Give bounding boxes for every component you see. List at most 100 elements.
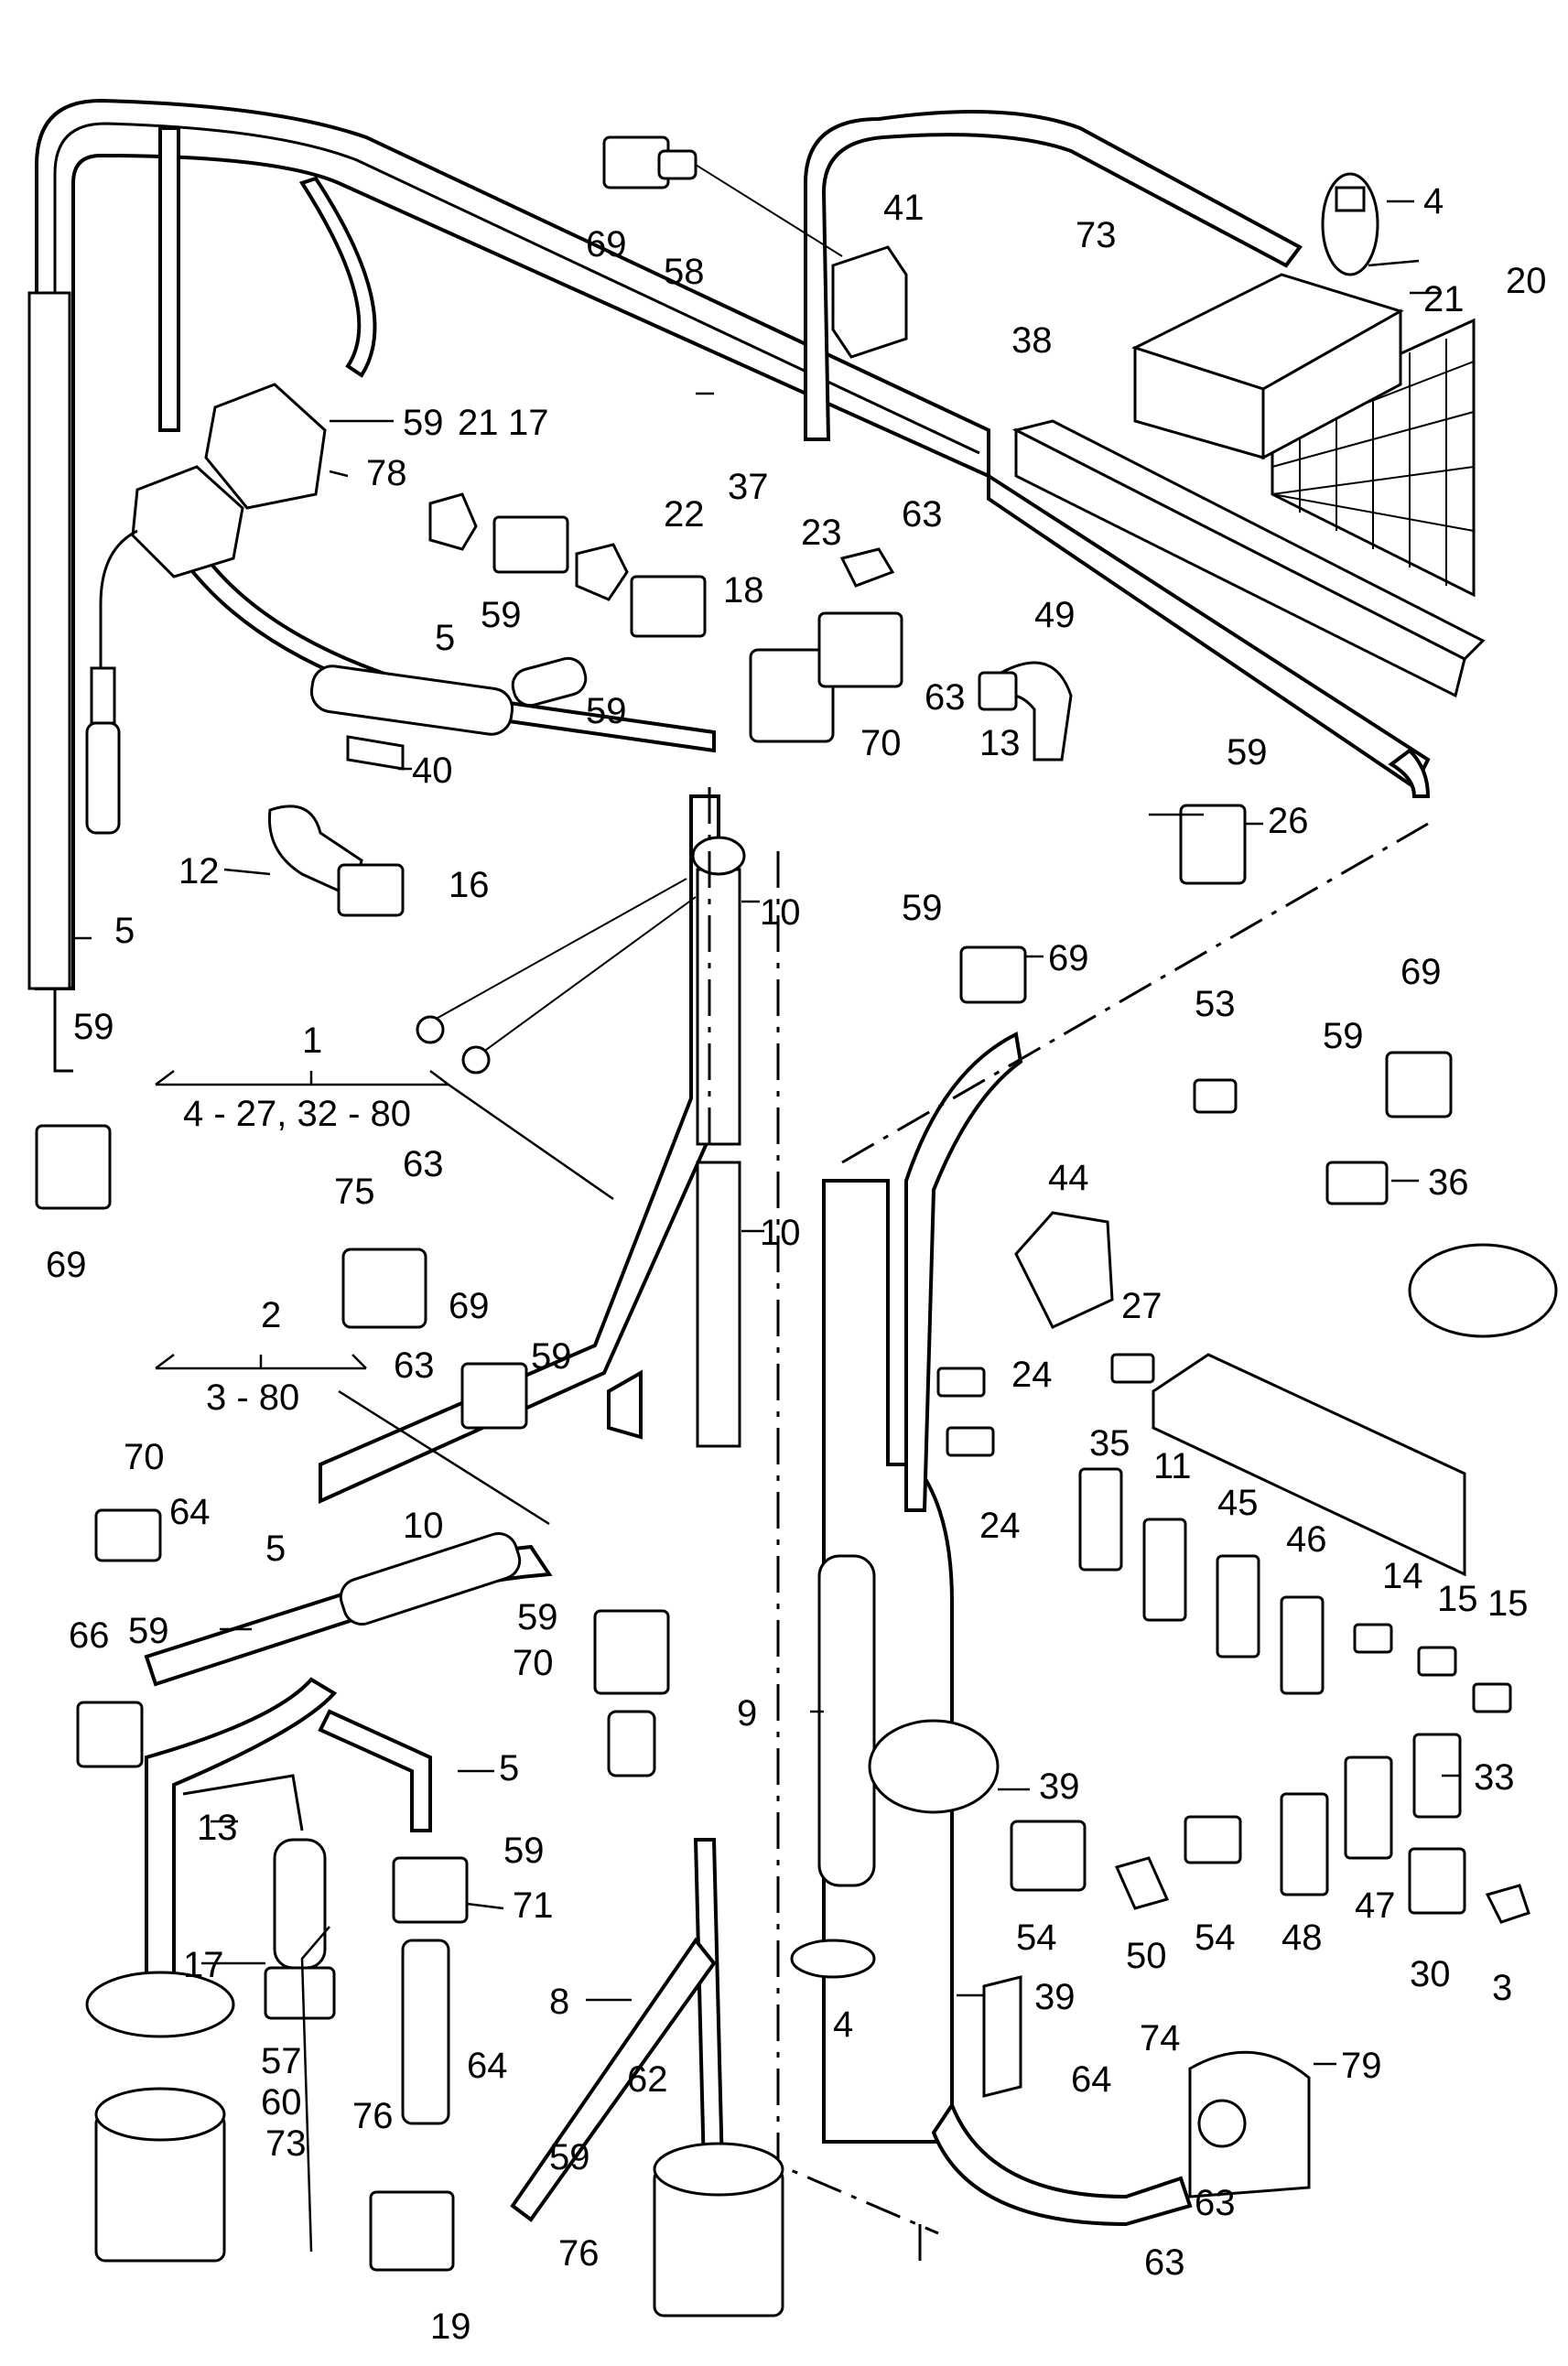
callout-69-mid: 69: [1048, 938, 1089, 978]
callout-59-70b: 59: [503, 1831, 545, 1871]
connector-18: [369, 2190, 455, 2272]
callout-47: 47: [1355, 1885, 1396, 1926]
callout-63-top: 63: [902, 494, 943, 535]
cable-tie-4-lower: [790, 1939, 876, 1979]
callout-27: 27: [1121, 1286, 1162, 1326]
sensor-13-16: [182, 1774, 336, 2020]
callout-60-lower: 62: [627, 2059, 668, 2100]
callout-58: 57: [261, 2041, 302, 2081]
connector-70-top: [817, 611, 903, 688]
callout-16-lower: 17: [183, 1945, 224, 1985]
callout-21-top: 21: [458, 403, 499, 443]
callout-8: 8: [549, 1982, 569, 2022]
connector-71: [94, 1508, 162, 1562]
callout-4-top: 4: [1423, 181, 1444, 221]
callout-69-left: 69: [46, 1245, 87, 1285]
callout-41: 44: [1048, 1158, 1089, 1198]
connector-17-top: [492, 515, 569, 574]
callout-2: 2: [261, 1295, 281, 1335]
callout-39v: 39: [1034, 1977, 1076, 2017]
callout-37: 36: [1428, 1162, 1469, 1203]
callout-38: 39: [1039, 1766, 1080, 1807]
callout-18: 19: [430, 2307, 471, 2347]
bracket-40: [346, 735, 405, 771]
connectors-47-48-32: [1280, 1733, 1462, 1896]
callout-79: 78: [366, 453, 407, 493]
callout-59-mid: 59: [902, 888, 943, 928]
callout-3: 3: [1492, 1968, 1512, 2008]
callout-49: 53: [1195, 984, 1236, 1024]
callout-80: 79: [1341, 2046, 1382, 2086]
callout-10-c: 10: [403, 1506, 444, 1546]
grommet-38: [868, 1719, 1000, 1814]
loom-sleeve-10c: [339, 1532, 522, 1626]
callout-24v: 24: [979, 1506, 1021, 1546]
callout-21-mid: 22: [664, 494, 705, 535]
callout-71: 70: [124, 1437, 165, 1477]
connector-69-mid: [959, 945, 1027, 1004]
loom-sleeve-10b: [696, 1161, 741, 1448]
grommet-76: [653, 2142, 784, 2317]
callout-5-lower: 5: [499, 1748, 519, 1788]
small-clips-15-26-27-24: [936, 1353, 1512, 1713]
callout-5-mid: 5: [265, 1529, 286, 1569]
callout-50: 49: [1034, 595, 1076, 635]
loom-sleeve-9: [817, 1554, 876, 1887]
callout-labels: 4 73 20 21 41 69 58 38 59 78 21 17 37 22…: [46, 181, 1547, 2347]
callout-62-lower: 63: [1195, 2183, 1236, 2223]
connector-69-right: [1385, 1051, 1453, 1118]
callout-35: 37: [728, 467, 769, 507]
harness-drawing: [27, 98, 1431, 2227]
callout-69-top: 69: [586, 224, 627, 265]
clip-22: [839, 547, 895, 588]
callout-2-range: 3 - 80: [206, 1377, 299, 1418]
callout-17-top: 17: [508, 403, 549, 443]
callout-59-69c: 59: [531, 1336, 572, 1377]
callout-17-mid: 18: [723, 570, 764, 610]
callout-63-70: 63: [925, 677, 966, 718]
callout-19: 20: [1506, 261, 1547, 301]
grommet-left: [85, 1971, 235, 2263]
callout-16-top: 16: [449, 865, 490, 905]
callout-73v: 73: [265, 2123, 307, 2164]
connector-69-center: [460, 1362, 528, 1430]
callout-74: 74: [1140, 2018, 1181, 2058]
callout-53: 50: [1126, 1936, 1167, 1976]
clip-21b: [575, 543, 629, 601]
connector-23: [1179, 804, 1247, 885]
callout-76v: 76: [558, 2233, 600, 2274]
connector-70-center: [593, 1609, 670, 1777]
coil-spiral-5: [309, 656, 588, 736]
fuse-relay-panel: [1152, 1353, 1466, 1577]
connector-66: [76, 1701, 144, 1768]
callout-59-66: 59: [128, 1611, 169, 1651]
callout-63-78: 63: [403, 1144, 444, 1184]
ring-terminals: [416, 878, 697, 1075]
callout-33: 35: [1089, 1423, 1130, 1464]
distributor-41: [1014, 1211, 1114, 1329]
callout-54v: 54: [1195, 1918, 1236, 1958]
callout-9: 9: [737, 1693, 757, 1734]
callout-48: 48: [1281, 1918, 1323, 1958]
callout-15-b: 15: [1437, 1579, 1478, 1619]
connector-70-lower: [392, 1856, 469, 2125]
callout-73-top: 73: [1076, 215, 1117, 255]
loom-sleeve-10a: [696, 868, 741, 1146]
callout-1: 1: [302, 1021, 322, 1061]
leader-lines: [73, 200, 1460, 2253]
callout-62-78: 63: [394, 1345, 435, 1386]
callout-59-70: 59: [517, 1597, 558, 1637]
callout-60-left: 60: [261, 2082, 302, 2123]
callout-70-lower: 71: [513, 1885, 554, 1926]
connectors-57-53-54: [1010, 1815, 1242, 1910]
callout-5-coil: 5: [435, 618, 455, 658]
callout-59-79: 59: [403, 403, 444, 443]
callout-59-17: 59: [586, 691, 627, 731]
connector-69-top: [602, 135, 843, 257]
clip-21a: [428, 492, 478, 551]
callout-20: 21: [1423, 279, 1465, 319]
connector-49: [1193, 1078, 1238, 1114]
callout-15-c: 15: [1487, 1583, 1529, 1624]
callout-26: 24: [1011, 1355, 1053, 1395]
